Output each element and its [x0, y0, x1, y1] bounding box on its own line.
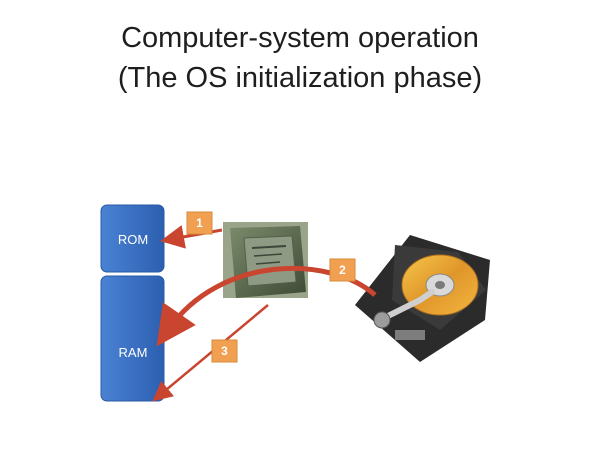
step-label-3: 3 — [221, 344, 228, 358]
hard-disk-drive-icon — [355, 235, 490, 362]
step-badge-1: 1 — [186, 211, 213, 235]
rom-block: ROM — [100, 204, 165, 273]
step-badge-3: 3 — [211, 339, 238, 363]
cpu-chip-icon — [223, 222, 308, 298]
slide-subtitle: (The OS initialization phase) — [117, 62, 483, 94]
rom-label: ROM — [118, 232, 148, 247]
step-label-1: 1 — [196, 216, 203, 230]
arrow-step-2 — [156, 265, 377, 347]
slide-title: Computer-system operation — [121, 22, 479, 54]
step-label-2: 2 — [339, 263, 346, 277]
ram-block: RAM — [100, 275, 165, 402]
step-badge-2: 2 — [329, 258, 356, 282]
ram-label: RAM — [119, 345, 148, 360]
